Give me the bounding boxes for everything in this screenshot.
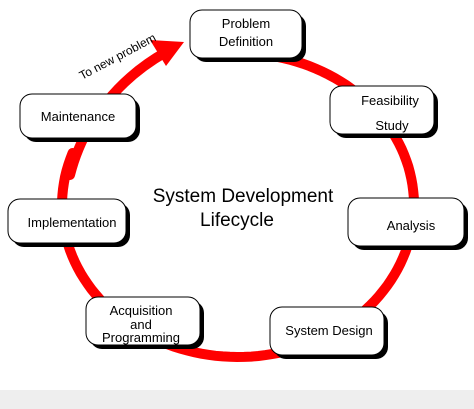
- stage-box: [7, 198, 127, 244]
- stage-box: [189, 9, 303, 59]
- stage-acquisition-programming: Acquisition and Programming: [85, 296, 204, 349]
- stage-box: [19, 93, 137, 139]
- stage-label: Acquisition: [110, 303, 173, 318]
- diagram-title-line-1: System Development: [153, 186, 334, 207]
- stage-system-design: System Design: [269, 306, 388, 359]
- stage-label: Implementation: [28, 215, 117, 230]
- stage-feasibility-study: Feasibility Study: [329, 85, 438, 138]
- stage-maintenance: Maintenance: [19, 93, 140, 142]
- stage-label: System Design: [285, 323, 372, 338]
- return-arrow-head: [150, 40, 184, 66]
- stage-analysis: Analysis: [347, 197, 468, 250]
- stage-label: Feasibility: [361, 93, 419, 108]
- stage-label: Definition: [219, 34, 273, 49]
- stage-label: and: [130, 317, 152, 332]
- stage-label: Programming: [102, 330, 180, 345]
- stage-implementation: Implementation: [7, 198, 130, 247]
- stage-problem-definition: Problem Definition: [189, 9, 306, 62]
- diagram-title-line-2: Lifecycle: [200, 210, 274, 231]
- arrow-label: To new problem: [77, 31, 158, 83]
- stage-label: Study: [375, 118, 409, 133]
- stage-box: [85, 296, 201, 346]
- stage-label: Problem: [222, 16, 270, 31]
- stage-box: [347, 197, 465, 247]
- stage-label: Analysis: [387, 218, 436, 233]
- stage-box: [269, 306, 385, 356]
- stage-box: [329, 85, 435, 135]
- bottom-band: [0, 390, 474, 409]
- stage-label: Maintenance: [41, 109, 115, 124]
